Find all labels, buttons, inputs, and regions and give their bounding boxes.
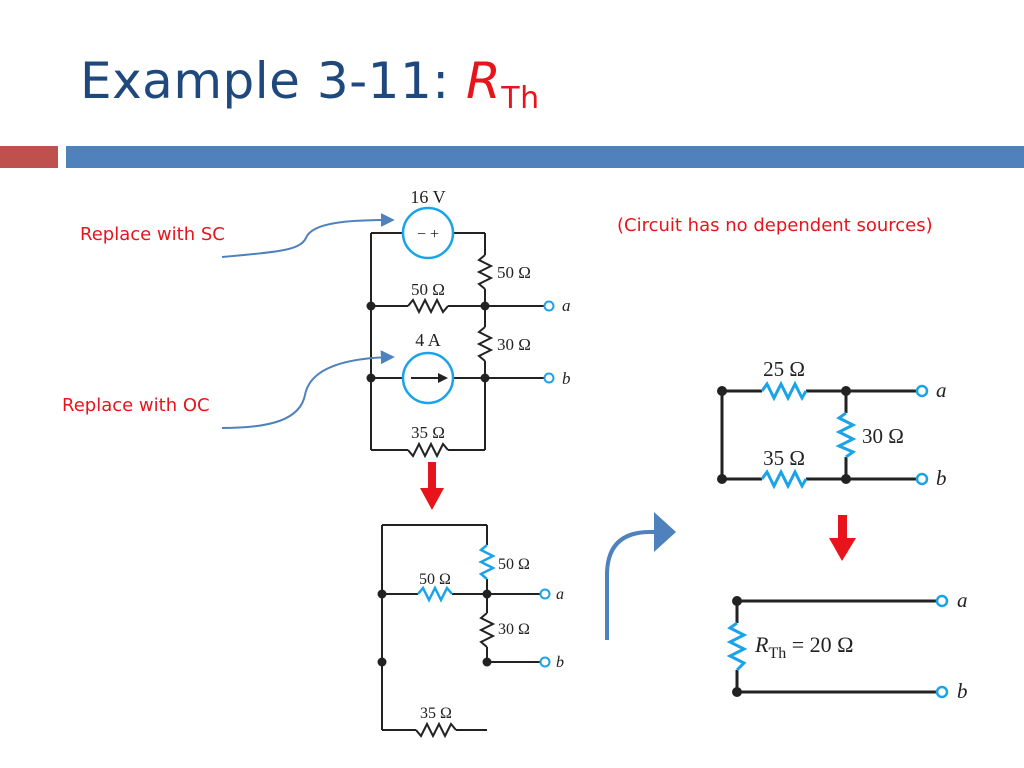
c4-rth-label: RTh = 20 Ω <box>754 632 854 662</box>
c4-terminal-a <box>935 594 949 608</box>
c3-label-a: a <box>936 378 947 402</box>
c3-terminal-a <box>915 384 929 398</box>
c2-label-50-right: 50 Ω <box>498 556 530 573</box>
slide-title: Example 3-11: RTh <box>80 52 540 116</box>
red-arrow-down-2 <box>829 515 856 561</box>
blue-bent-arrow <box>605 512 676 640</box>
c2-label-a: a <box>556 586 564 603</box>
title-symbol: R <box>466 52 502 110</box>
note-no-dependent: (Circuit has no dependent sources) <box>617 215 933 236</box>
c2-label-35: 35 Ω <box>420 705 452 722</box>
c4-label-b: b <box>957 679 968 703</box>
c1-label-30: 30 Ω <box>497 335 531 354</box>
arrow-replace-sc <box>221 213 395 258</box>
c1-terminal-b <box>543 372 555 384</box>
accent-bar-blue <box>66 146 1024 168</box>
c1-terminal-a <box>543 300 555 312</box>
note-replace-sc: Replace with SC <box>80 224 225 245</box>
c2-label-b: b <box>556 654 564 671</box>
c1-label-50-mid: 50 Ω <box>411 280 445 299</box>
circuit-simplified <box>381 524 540 731</box>
current-source-label: 4 A <box>415 330 441 350</box>
circuit-original <box>370 232 545 459</box>
c4-label-a: a <box>957 588 968 612</box>
c3-terminal-b <box>915 472 929 486</box>
arrow-replace-oc <box>221 350 395 429</box>
c1-label-a: a <box>562 296 571 315</box>
c3-label-b: b <box>936 466 947 490</box>
circuit-reduced <box>720 389 916 481</box>
c3-label-25: 25 Ω <box>763 357 805 381</box>
voltage-source-icon <box>401 206 455 260</box>
title-prefix: Example 3-11: <box>80 52 467 110</box>
c1-label-50-right: 50 Ω <box>497 263 531 282</box>
note-replace-oc: Replace with OC <box>62 395 210 416</box>
c2-terminal-b <box>539 656 551 668</box>
c2-label-30: 30 Ω <box>498 621 530 638</box>
c3-label-35: 35 Ω <box>763 446 805 470</box>
voltage-source-label: 16 V <box>410 187 445 207</box>
c2-terminal-a <box>539 588 551 600</box>
voltage-source-signs: − + <box>417 226 439 243</box>
red-arrow-down-1 <box>420 462 444 510</box>
c4-terminal-b <box>935 685 949 699</box>
c3-label-30: 30 Ω <box>862 424 904 448</box>
c2-label-50-mid: 50 Ω <box>419 571 451 588</box>
title-subscript: Th <box>501 81 540 116</box>
c1-label-b: b <box>562 369 571 388</box>
c1-label-35: 35 Ω <box>411 423 445 442</box>
accent-bar-red <box>0 146 58 168</box>
